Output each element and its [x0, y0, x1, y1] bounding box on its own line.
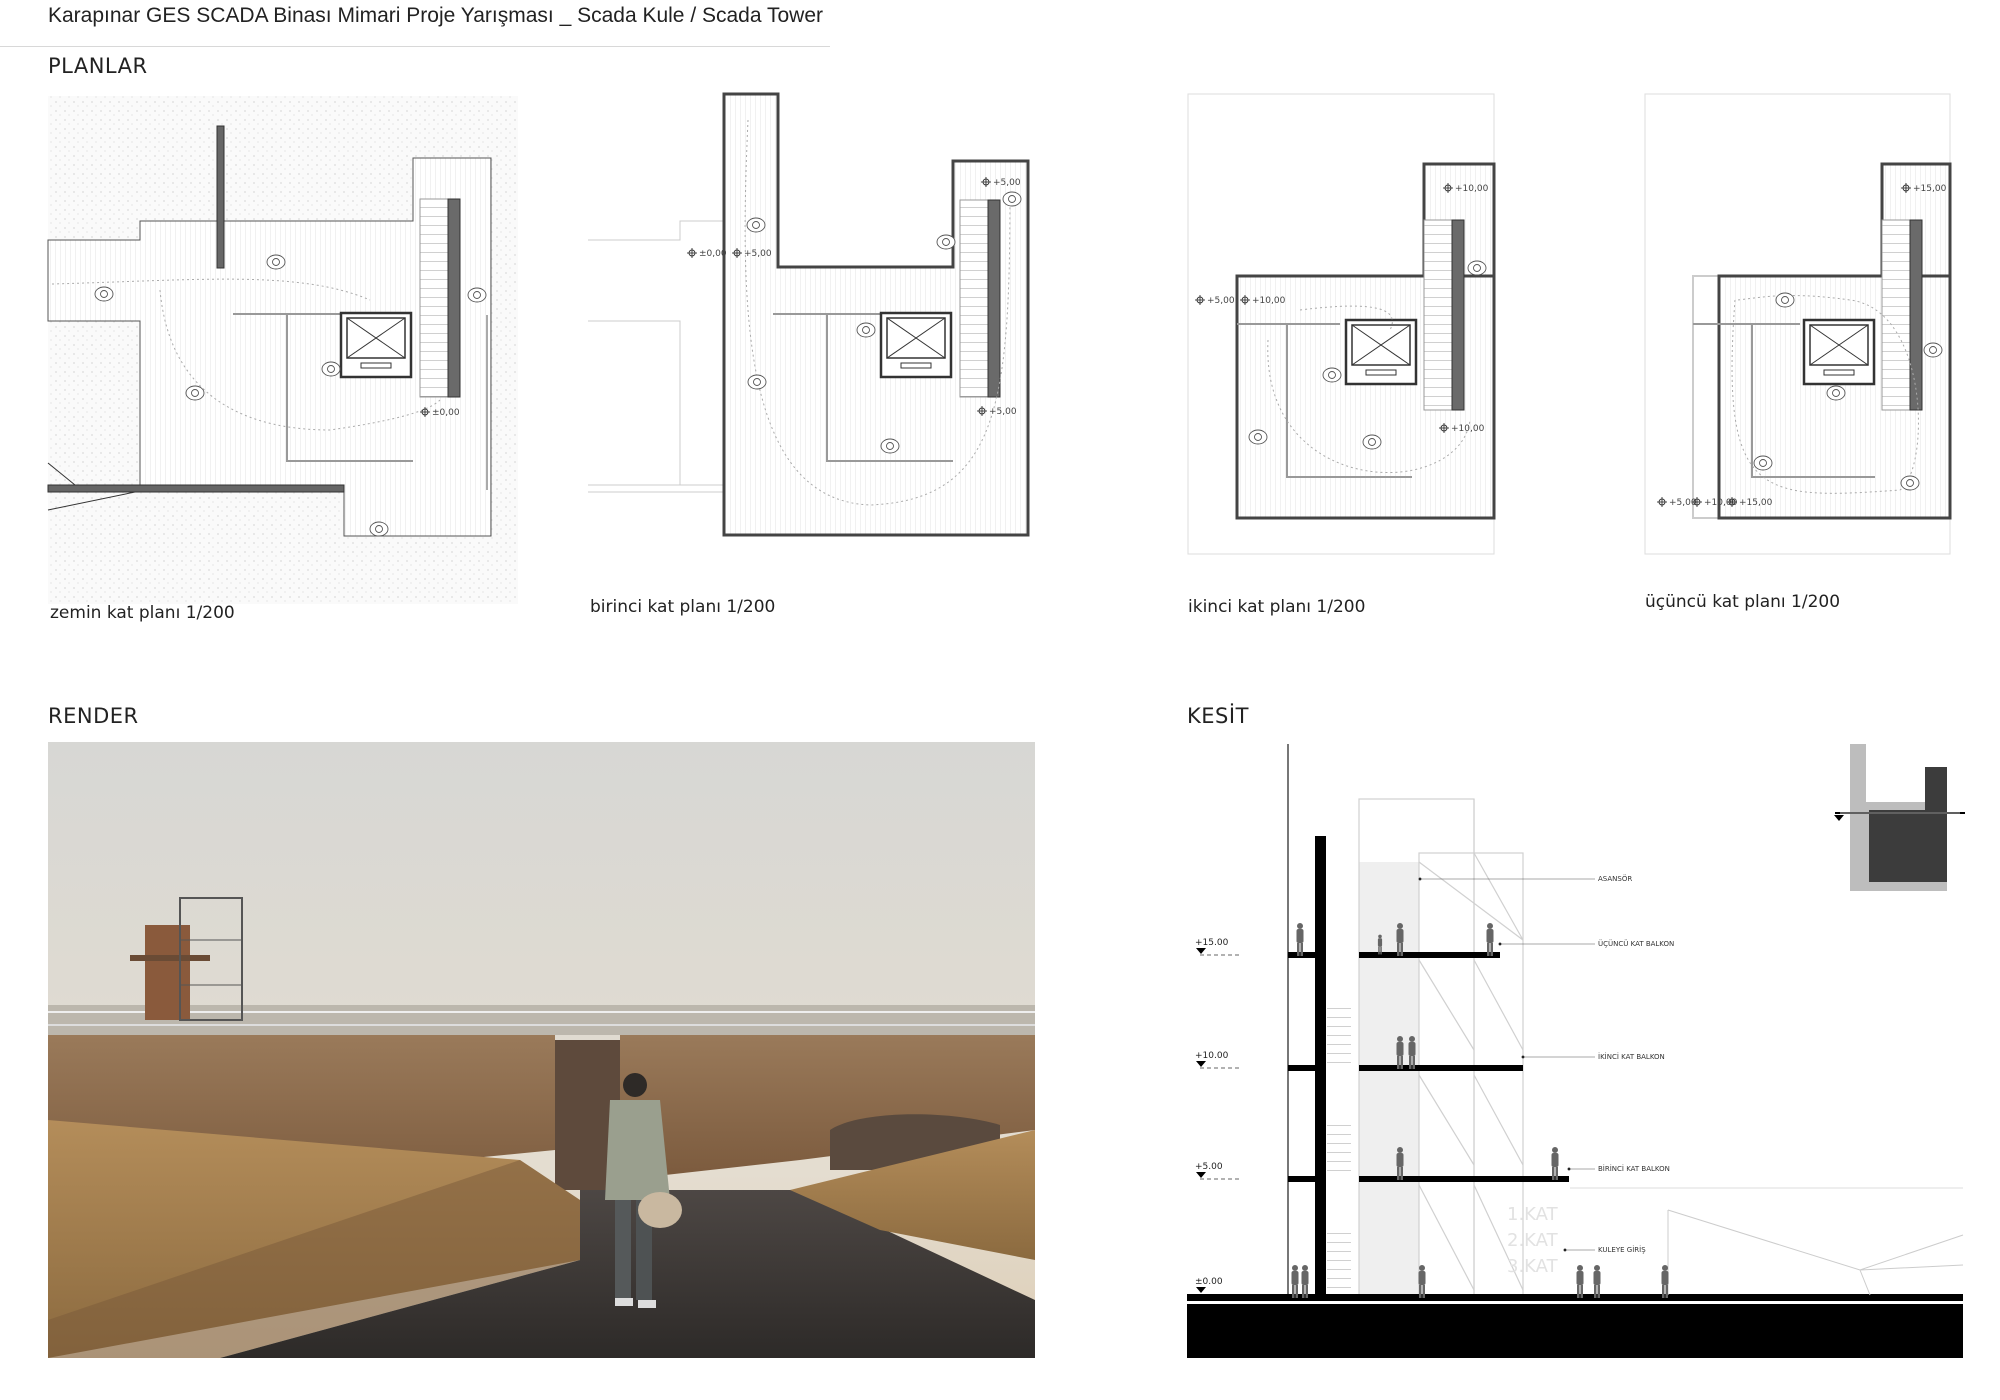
level-marker: +10,00 — [1455, 184, 1489, 194]
tower-icon — [130, 897, 243, 1021]
section-drawing: 1.KAT 2.KAT 3.KAT +15.00 +10.00 +5.00 ±0… — [1187, 744, 1965, 1358]
ghost-label: 1.KAT — [1507, 1204, 1559, 1225]
svg-text:+5.00: +5.00 — [1195, 1162, 1223, 1172]
sheet-title: Karapınar GES SCADA Binası Mimari Proje … — [48, 4, 824, 27]
level-marker: ±0,00 — [699, 249, 727, 259]
level-marker: +10,00 — [1704, 498, 1738, 508]
level-marker: +15,00 — [1913, 184, 1947, 194]
plan-caption-second: ikinci kat planı 1/200 — [1188, 597, 1366, 617]
wall-icon — [216, 125, 225, 269]
first-floor-plan: ±0,00 +5,00 +5,00 +5,00 — [588, 92, 1030, 537]
ghost-label: 2.KAT — [1507, 1230, 1559, 1251]
level-marker: +5,00 — [993, 178, 1021, 188]
level-marker: +15,00 — [1739, 498, 1773, 508]
annotations — [1418, 877, 1595, 1252]
section-heading-render: RENDER — [48, 704, 139, 728]
title-divider — [0, 46, 830, 47]
render-image — [48, 742, 1035, 1358]
level-marker: +5,00 — [744, 249, 772, 259]
level-marker: +10,00 — [1451, 424, 1485, 434]
third-floor-plan: +5,00 +10,00 +15,00 +15,00 — [1644, 93, 1952, 555]
plan-caption-first: birinci kat planı 1/200 — [590, 597, 776, 617]
section-heading-kesit: KESİT — [1187, 704, 1249, 728]
second-floor-plan: +5,00 +10,00 +10,00 +10,00 — [1187, 93, 1496, 555]
section-heading-plans: PLANLAR — [48, 54, 148, 78]
level-marker: +5,00 — [1207, 296, 1235, 306]
level-marker: +5,00 — [1669, 498, 1697, 508]
ghost-label: 3.KAT — [1507, 1256, 1559, 1277]
key-plan-icon — [1834, 744, 1965, 891]
annotation-label: İKİNCİ KAT BALKON — [1598, 1052, 1665, 1061]
level-marker: +5,00 — [989, 407, 1017, 417]
plan-caption-ground: zemin kat planı 1/200 — [50, 603, 235, 623]
annotation-label: KULEYE GİRİŞ — [1598, 1245, 1646, 1254]
person-silhouette — [605, 1073, 682, 1308]
svg-text:±0.00: ±0.00 — [1195, 1277, 1223, 1287]
annotation-label: ASANSÖR — [1598, 874, 1632, 883]
svg-text:+15.00: +15.00 — [1195, 938, 1229, 948]
ground-floor-plan: ±0,00 — [47, 96, 518, 604]
level-markers: +15.00 +10.00 +5.00 ±0.00 — [1195, 938, 1240, 1293]
annotation-label: ÜÇÜNCÜ KAT BALKON — [1598, 939, 1674, 948]
level-marker: +10,00 — [1252, 296, 1286, 306]
annotation-label: BİRİNCİ KAT BALKON — [1598, 1164, 1670, 1173]
plan-caption-third: üçüncü kat planı 1/200 — [1645, 592, 1841, 612]
level-marker: ±0,00 — [432, 408, 460, 418]
svg-text:+10.00: +10.00 — [1195, 1051, 1229, 1061]
